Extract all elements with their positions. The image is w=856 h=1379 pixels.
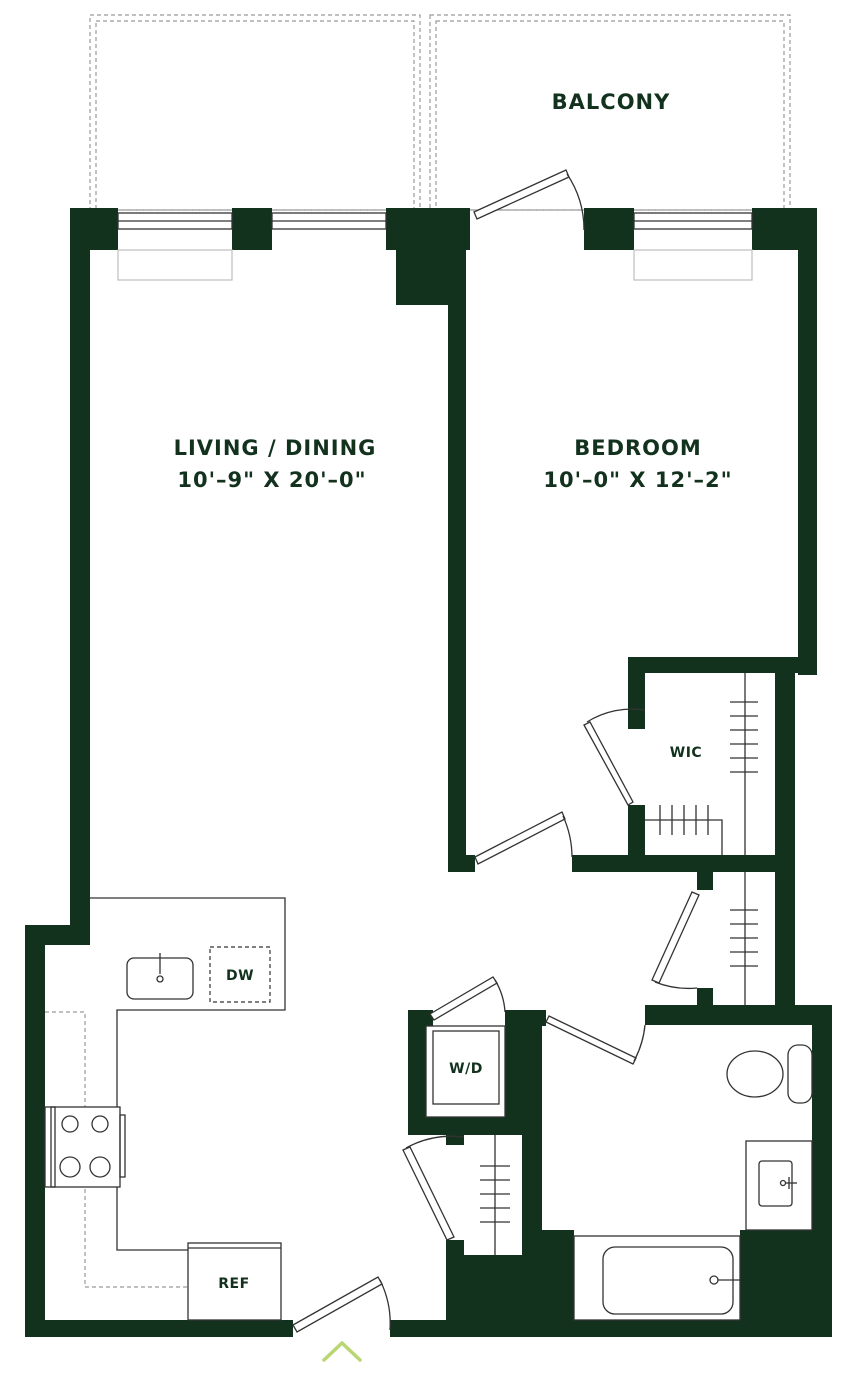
wall-wd-right <box>505 1010 525 1135</box>
balcony-outline-right-inner <box>435 20 785 211</box>
door-washer-dryer <box>429 976 506 1021</box>
window-sill-living-1 <box>117 249 233 281</box>
wall-wic-left-upper <box>628 657 645 729</box>
living-dining-label: LIVING / DINING <box>174 436 377 460</box>
wall-bottom-left <box>25 1320 293 1337</box>
wall-bedroom-right <box>798 208 817 675</box>
dishwasher-label: DW <box>226 968 254 984</box>
doors <box>292 169 700 1333</box>
balcony <box>89 14 791 211</box>
column <box>396 208 448 305</box>
wall-closet-base <box>446 1255 542 1337</box>
toilet <box>726 1044 813 1104</box>
wall-wic-right <box>775 657 795 1007</box>
wall-bedroom-top-pier-1 <box>584 208 634 250</box>
door-wic <box>583 708 646 806</box>
window-sill-bedroom <box>633 249 753 281</box>
range <box>44 1106 126 1188</box>
wall-bath-corner <box>740 1230 832 1337</box>
walls <box>25 208 832 1337</box>
wall-wd-bottom <box>408 1117 542 1135</box>
wall-bath-top <box>645 1005 832 1025</box>
washer-dryer-label: W/D <box>449 1061 483 1077</box>
closets <box>480 673 758 1255</box>
living-dining-dimensions: 10'–9" X 20'–0" <box>177 468 366 492</box>
wall-hall-closet-bottom <box>697 988 713 1010</box>
wall-hall-closet-top <box>697 855 713 890</box>
bathtub <box>573 1235 741 1321</box>
balcony-label: BALCONY <box>552 90 671 114</box>
door-entry[interactable] <box>292 1276 391 1333</box>
balcony-outline-left-inner <box>95 20 415 211</box>
door-entry-closet <box>402 1135 465 1241</box>
bathroom <box>573 1044 813 1321</box>
door-bathroom <box>545 1015 646 1065</box>
wic-label: WIC <box>670 745 702 761</box>
wall-wd-left <box>408 1010 426 1135</box>
door-bedroom <box>474 811 573 865</box>
door-hall-closet <box>651 891 700 990</box>
wall-living-bedroom <box>448 208 466 872</box>
room-labels: BALCONY LIVING / DINING 10'–9" X 20'–0" … <box>174 90 732 761</box>
balcony-outline-left <box>89 14 421 211</box>
refrigerator: REF <box>187 1242 282 1321</box>
kitchen-counter-outline <box>90 897 286 1251</box>
bedroom-label: BEDROOM <box>574 436 702 460</box>
wall-left-lower <box>25 925 45 1337</box>
kitchen: DW REF <box>44 897 286 1321</box>
kitchen-sink <box>126 953 194 1000</box>
door-balcony <box>473 169 585 231</box>
wall-top-pier-1 <box>70 208 118 250</box>
windows <box>117 212 753 281</box>
refrigerator-label: REF <box>218 1276 249 1292</box>
entry-chevron-icon <box>322 1341 362 1362</box>
wall-closet-top-jamb <box>446 1135 464 1145</box>
wall-left-upper <box>70 208 90 928</box>
wall-top-pier-2 <box>232 208 272 250</box>
wall-bedroom-door-jamb-left <box>448 855 475 872</box>
bedroom-dimensions: 10'–0" X 12'–2" <box>543 468 732 492</box>
dishwasher: DW <box>209 946 271 1003</box>
wall-wd-top-left <box>408 1010 433 1026</box>
washer-dryer: W/D <box>425 1025 506 1118</box>
wall-wic-top <box>628 657 817 673</box>
wall-bedroom-bottom <box>572 855 795 872</box>
vanity <box>745 1140 813 1231</box>
